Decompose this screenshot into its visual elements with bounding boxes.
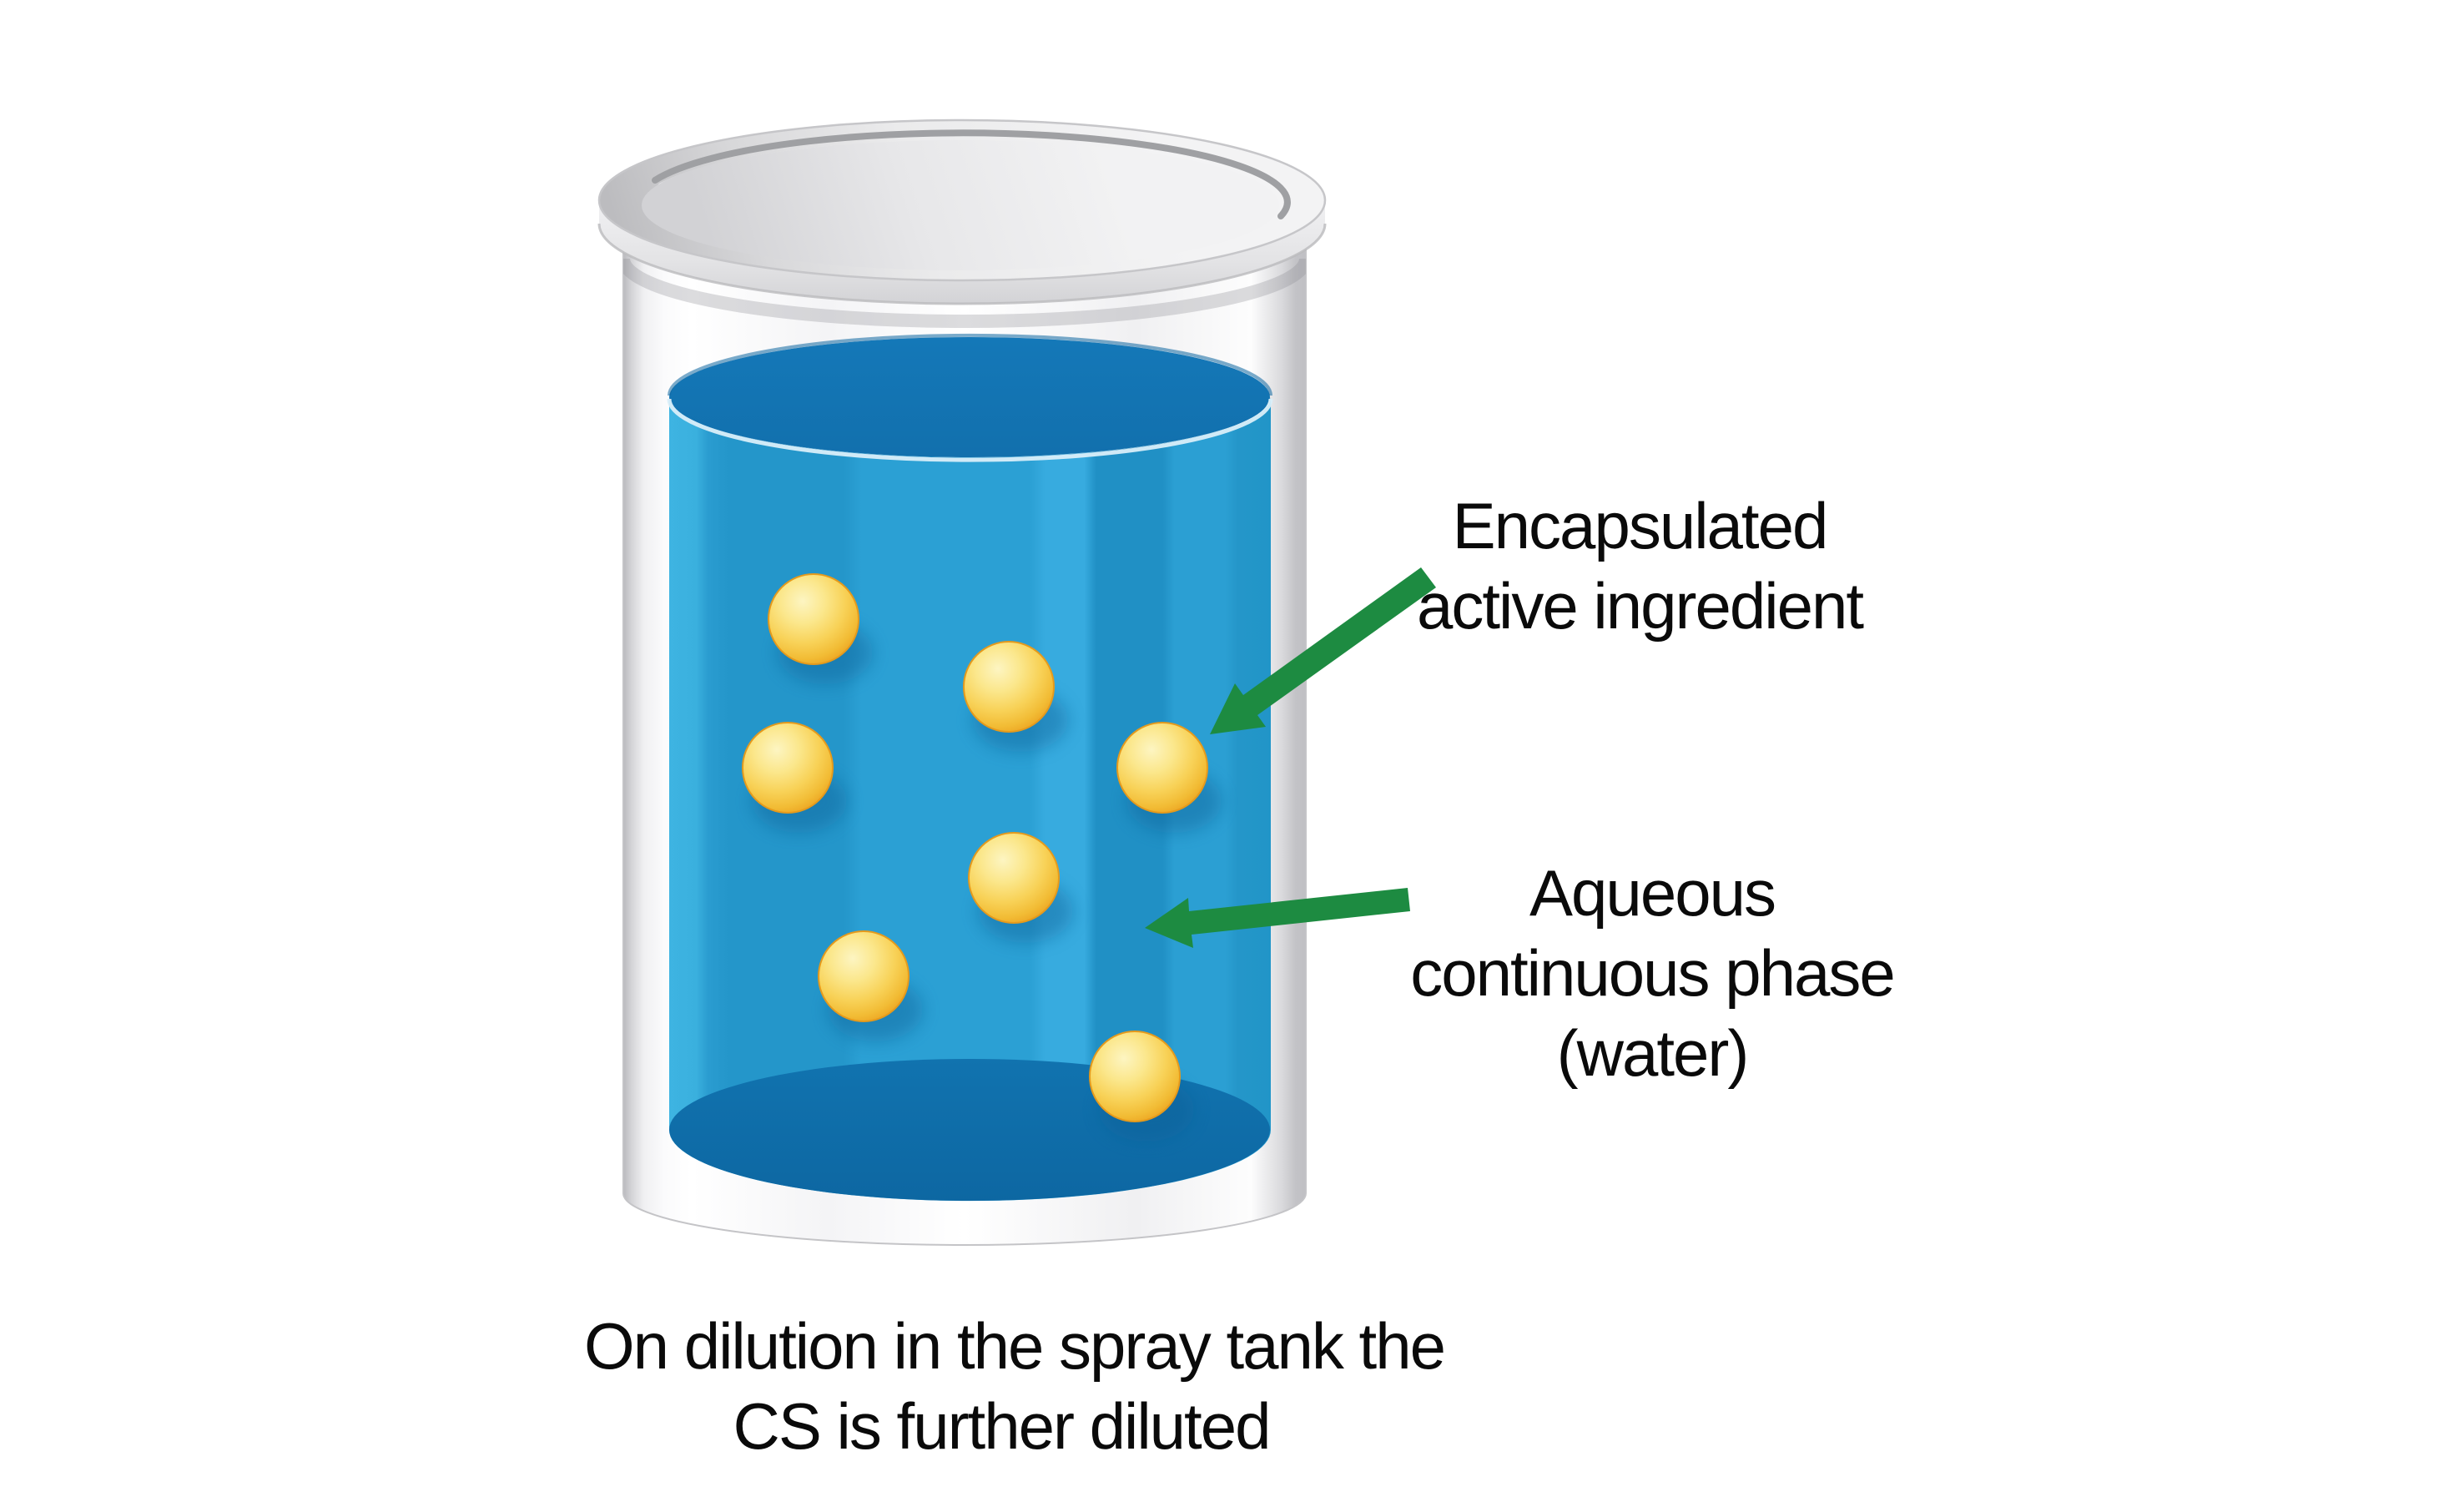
label-encapsulated-line1: Encapsulated (1452, 489, 1829, 562)
capsule (742, 722, 847, 833)
capsule-sphere (768, 573, 859, 665)
capsule-sphere (1089, 1031, 1181, 1122)
lid-groove-shadow (652, 129, 1291, 219)
capsules (742, 573, 1222, 1142)
label-encapsulated: Encapsulated active ingredient (1348, 486, 1932, 646)
liquid-surface (669, 337, 1270, 457)
capsule-sphere (818, 930, 910, 1022)
label-aqueous: Aqueous continuous phase (water) (1360, 853, 1944, 1093)
label-aqueous-line2: continuous phase (1410, 936, 1895, 1010)
label-aqueous-line1: Aqueous (1529, 856, 1776, 930)
lid-inner-shadow (623, 258, 1306, 328)
jar-lid (597, 118, 1327, 305)
capsule (768, 573, 873, 684)
caption-line1: On dilution in the spray tank the (584, 1309, 1446, 1383)
capsule-sphere (742, 722, 834, 814)
arrow-encapsulated (1210, 567, 1436, 734)
capsule (818, 930, 923, 1041)
capsule (963, 641, 1068, 752)
arrow-aqueous (1145, 888, 1410, 948)
capsule (1116, 722, 1222, 833)
lid-skirt-bottom-edge (597, 223, 1327, 305)
capsule-sphere (968, 832, 1060, 924)
label-encapsulated-line2: active ingredient (1416, 569, 1864, 643)
jar (597, 118, 1327, 1246)
capsule-sphere (1116, 722, 1208, 814)
caption: On dilution in the spray tank the CS is … (584, 1306, 1446, 1466)
caption-line2: CS is further diluted (733, 1389, 1272, 1463)
capsule (968, 832, 1073, 943)
label-aqueous-line3: (water) (1556, 1016, 1750, 1090)
lid-inner-plate (642, 140, 1279, 270)
capsule (1089, 1031, 1194, 1142)
meniscus-highlight (667, 398, 1273, 462)
liquid-surface-back-edge (668, 333, 1272, 396)
capsule-sphere (963, 641, 1055, 733)
